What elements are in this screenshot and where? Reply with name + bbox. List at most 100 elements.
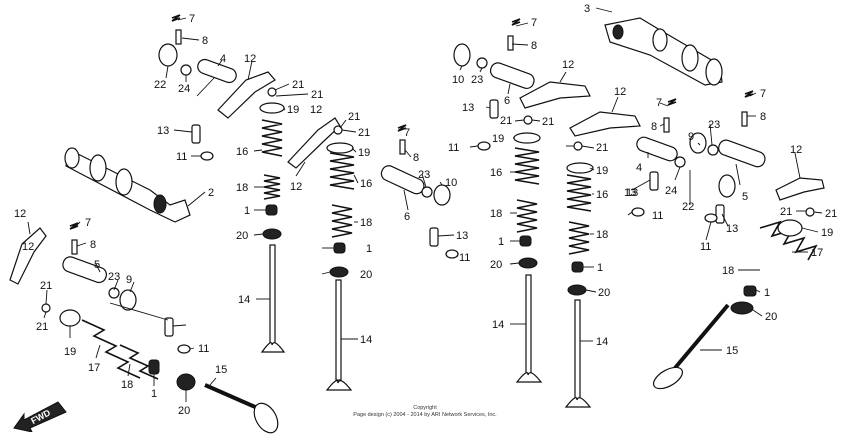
callout-9: 9 [126, 274, 132, 286]
valve-14-b [325, 279, 353, 391]
callout-13: 13 [624, 187, 636, 199]
callout-18: 18 [236, 182, 248, 194]
callout-8: 8 [760, 111, 766, 123]
part-shapes [9, 14, 825, 434]
callout-12: 12 [562, 59, 574, 71]
retainer-19e [59, 309, 81, 327]
callout-13: 13 [462, 102, 474, 114]
callout-11: 11 [700, 241, 711, 253]
callout-9: 9 [688, 131, 694, 143]
rocker-shaft-5a [62, 256, 107, 284]
callout-6: 6 [404, 211, 410, 223]
callout-12: 12 [614, 86, 626, 98]
oring-24a [180, 64, 192, 76]
callout-6: 6 [504, 95, 510, 107]
rocker-arm-c [519, 81, 591, 109]
callout-19: 19 [821, 227, 833, 239]
leader-lines [27, 7, 823, 402]
callout-21: 21 [780, 206, 792, 218]
callout-11: 11 [459, 252, 470, 264]
rocker-shaft-5b [718, 139, 766, 168]
spring-stack-e [759, 220, 818, 261]
callout-7: 7 [404, 127, 410, 139]
oring-23a [421, 186, 433, 198]
retainer-19b [326, 142, 354, 154]
callout-3: 3 [584, 3, 590, 15]
adjusters [41, 14, 815, 354]
retainer-19f [777, 219, 803, 237]
callout-10: 10 [445, 177, 457, 189]
callout-12: 12 [22, 241, 34, 253]
spring-stack-d [566, 174, 592, 255]
callout-1: 1 [151, 388, 157, 400]
seat-20d [567, 284, 587, 296]
spring-stack-b [329, 152, 355, 238]
camshaft-left [64, 147, 191, 223]
callout-23: 23 [108, 271, 120, 283]
callout-21: 21 [36, 321, 48, 333]
callout-22: 22 [682, 201, 694, 213]
callout-7: 7 [656, 97, 662, 109]
callout-7: 7 [531, 17, 537, 29]
cap-22b [718, 174, 736, 198]
callout-14: 14 [596, 336, 608, 348]
seal-1f [743, 285, 757, 297]
copyright-line2: Page design (c) 2004 - 2014 by ARI Netwo… [353, 411, 497, 418]
callout-11: 11 [198, 343, 209, 355]
cap-22a [158, 43, 178, 67]
callout-15: 15 [726, 345, 738, 357]
callout-5: 5 [94, 259, 100, 271]
seal-1b [333, 242, 346, 254]
callout-8: 8 [531, 40, 537, 52]
retainer-19c [513, 132, 541, 144]
rocker-shaft-6b [489, 62, 535, 90]
callout-12: 12 [244, 53, 256, 65]
callout-24: 24 [665, 185, 677, 197]
callout-13: 13 [626, 187, 638, 199]
seal-1d [571, 261, 584, 273]
cap-9a [119, 289, 137, 311]
callout-labels: 7 8 22 24 4 12 21 21 19 16 18 1 20 14 13… [14, 3, 837, 417]
rocker-shaft-4 [197, 58, 237, 84]
callout-21: 21 [358, 127, 370, 139]
callout-21: 21 [311, 89, 323, 101]
seat-20a [262, 228, 282, 240]
callout-21: 21 [348, 111, 360, 123]
forward-arrow-icon: FWD [13, 401, 67, 432]
callout-1: 1 [764, 287, 770, 299]
valve-14-a [260, 244, 286, 353]
callout-11: 11 [448, 142, 459, 154]
callout-19: 19 [596, 165, 608, 177]
callout-20: 20 [360, 269, 372, 281]
rocker-shaft-4b [636, 136, 678, 162]
callout-12: 12 [790, 144, 802, 156]
callout-8: 8 [202, 35, 208, 47]
callout-23: 23 [471, 74, 483, 86]
callout-1: 1 [366, 243, 372, 255]
callout-1: 1 [498, 236, 504, 248]
callout-21: 21 [542, 116, 554, 128]
callout-15: 15 [215, 364, 227, 376]
rocker-arm-f [775, 177, 825, 201]
callout-21: 21 [596, 142, 608, 154]
callout-18: 18 [722, 265, 734, 277]
callout-21: 21 [825, 208, 837, 220]
callout-16: 16 [596, 189, 608, 201]
seat-20b [329, 266, 349, 278]
callout-13: 13 [726, 223, 738, 235]
spring-stack-f [81, 319, 159, 380]
callout-13: 13 [456, 230, 468, 242]
callout-16: 16 [236, 146, 248, 158]
rocker-arm-d [569, 111, 641, 137]
callout-20: 20 [490, 259, 502, 271]
callout-11: 11 [176, 151, 187, 163]
callout-1: 1 [244, 205, 250, 217]
callout-8: 8 [413, 152, 419, 164]
callout-19: 19 [358, 147, 370, 159]
callout-7: 7 [189, 13, 195, 25]
rocker-arm-a [217, 71, 276, 119]
callout-8: 8 [651, 121, 657, 133]
spring-stack-a [261, 119, 283, 200]
seat-20c [518, 257, 538, 269]
seat-20e [176, 373, 196, 391]
